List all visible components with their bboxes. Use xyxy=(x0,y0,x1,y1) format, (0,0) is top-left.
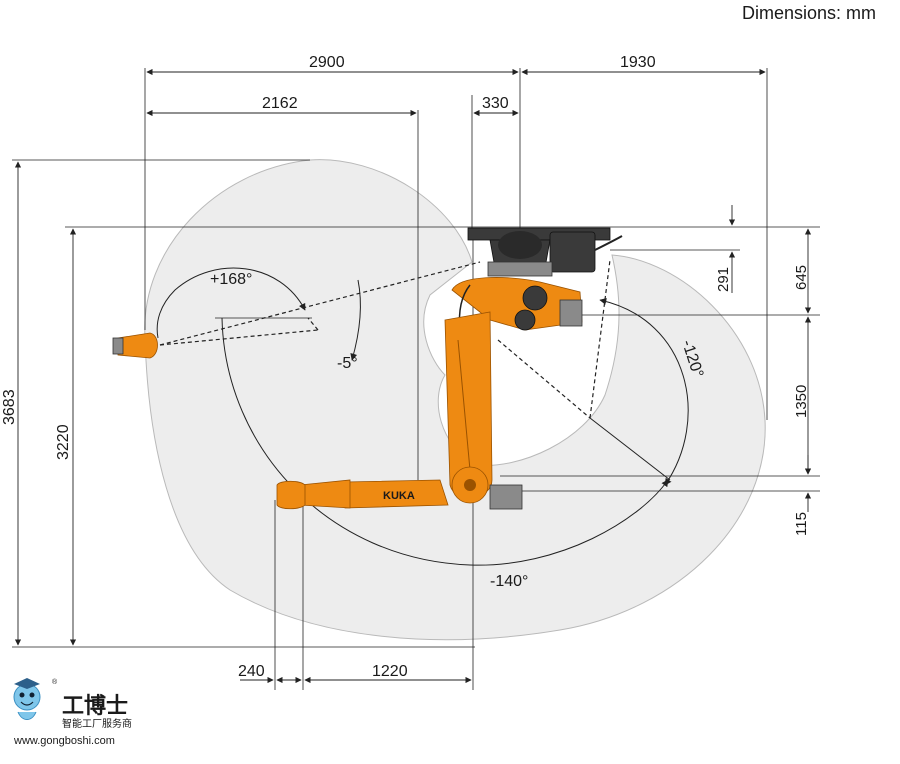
angle-minus-140: -140° xyxy=(490,573,528,590)
robot-shoulder xyxy=(451,277,583,331)
brand-name: 工博士 xyxy=(62,693,128,718)
angle-plus-168: +168° xyxy=(210,271,252,288)
units-label: Dimensions: mm xyxy=(742,3,876,23)
robot-lower-arm xyxy=(444,311,493,504)
dim-240: 240 xyxy=(238,663,265,680)
dim-2162: 2162 xyxy=(262,95,298,112)
registered-mark: ® xyxy=(52,678,58,686)
brand-url: www.gongboshi.com xyxy=(13,735,115,747)
brand-subtitle: 智能工厂服务商 xyxy=(62,717,132,730)
angle-guides xyxy=(156,259,689,566)
robot-base xyxy=(467,227,623,277)
dim-1220: 1220 xyxy=(372,663,408,680)
watermark: ® 工博士 智能工厂服务商 www.gongboshi.com xyxy=(13,678,132,747)
dim-291: 291 xyxy=(715,267,732,292)
dim-1930: 1930 xyxy=(620,54,656,71)
mascot-icon xyxy=(13,678,41,720)
dim-3683: 3683 xyxy=(1,389,18,425)
dim-645: 645 xyxy=(793,265,810,290)
kuka-logo: KUKA xyxy=(383,490,415,502)
dim-330: 330 xyxy=(482,95,509,112)
angle-minus-5: -5° xyxy=(337,355,358,372)
dim-3220: 3220 xyxy=(55,424,72,460)
dim-2900: 2900 xyxy=(309,54,345,71)
tool-flange-upper xyxy=(112,332,158,359)
dim-115: 115 xyxy=(793,512,810,536)
robot-forearm: KUKA xyxy=(276,479,523,510)
dimension-lines xyxy=(14,68,812,684)
dim-1350: 1350 xyxy=(793,385,810,418)
